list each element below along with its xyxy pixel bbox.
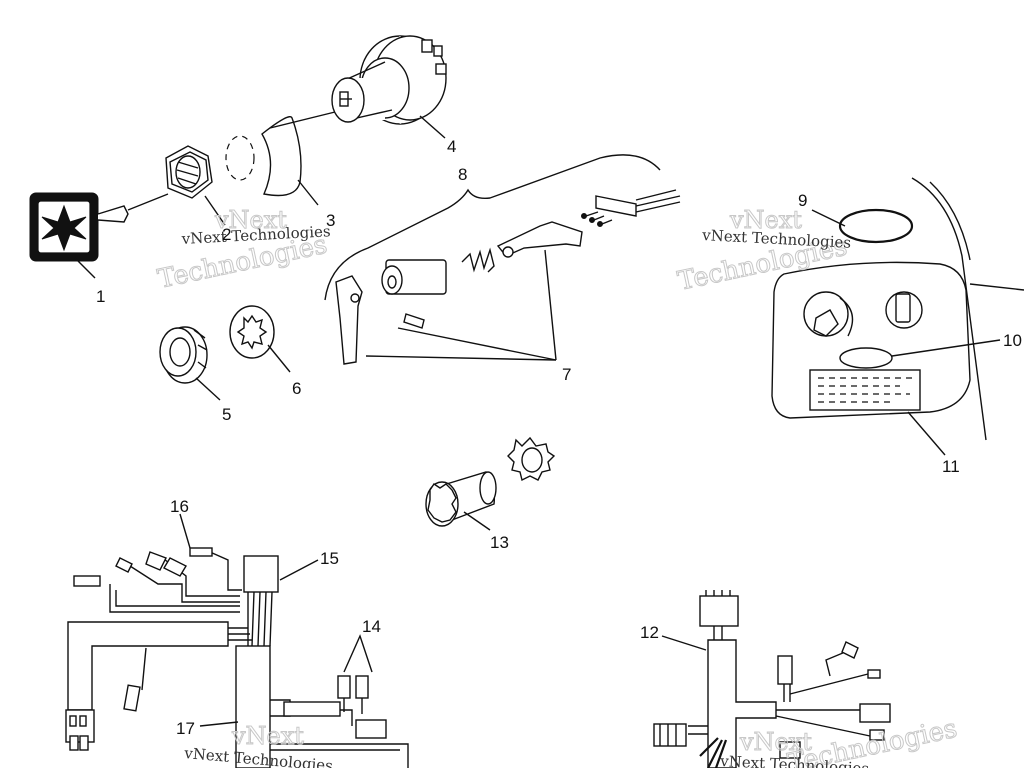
- dash-panel: [771, 177, 1024, 456]
- lock-ring: [159, 326, 221, 401]
- bushing: [425, 436, 556, 531]
- wiring-harness-left: [65, 513, 409, 768]
- lever-assembly: [335, 221, 583, 365]
- callout-16: 16: [170, 497, 189, 516]
- callout-15: 15: [320, 549, 339, 568]
- callout-1: 1: [96, 287, 105, 306]
- assembly-bracket-8: [324, 154, 661, 301]
- callout-labels: 1 2 3 4 5 6 7 8 9 10 11 12 13 14 15 16 1…: [96, 137, 1022, 738]
- watermark-text: vNext: [739, 728, 812, 756]
- ignition-switch: [331, 35, 447, 139]
- oval-seal: [811, 208, 914, 244]
- callout-3: 3: [326, 211, 335, 230]
- callout-10: 10: [1003, 331, 1022, 350]
- watermark-text: vNext: [214, 206, 287, 234]
- callout-2: 2: [222, 225, 231, 244]
- callout-4: 4: [447, 137, 456, 156]
- watermark-text: vNext: [231, 722, 304, 750]
- watermark-text: vNext: [729, 206, 802, 234]
- wire-connector: [581, 189, 681, 227]
- callout-17: 17: [176, 719, 195, 738]
- hex-nut: [165, 145, 226, 226]
- callout-5: 5: [222, 405, 231, 424]
- callout-14: 14: [362, 617, 381, 636]
- callout-11: 11: [942, 457, 960, 476]
- callout-12: 12: [640, 623, 659, 642]
- wiring-harness-right: [653, 590, 891, 768]
- star-washer: [229, 305, 291, 373]
- callout-13: 13: [490, 533, 509, 552]
- dashed-washer: [225, 135, 255, 181]
- key-fob: [29, 192, 169, 279]
- callout-8: 8: [458, 165, 467, 184]
- callout-7: 7: [562, 365, 571, 384]
- callout-9: 9: [798, 191, 807, 210]
- curved-spacer: [261, 111, 336, 206]
- callout-6: 6: [292, 379, 301, 398]
